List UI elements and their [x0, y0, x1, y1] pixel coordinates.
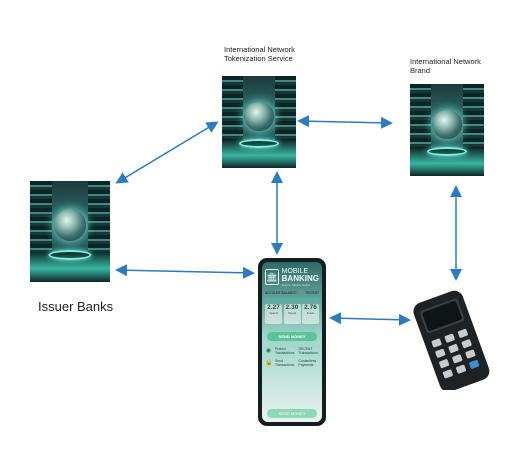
location-icon: ◉ [265, 348, 272, 355]
tokenization-service-image [222, 76, 296, 168]
arrow-issuer-phone [115, 264, 255, 279]
send-money-button[interactable]: SEND MONEY [267, 331, 317, 341]
stat-card: 2.27 Spend [265, 303, 282, 324]
list-item[interactable]: ◉ Protect Transactions RECENT Transactio… [265, 346, 318, 355]
stat-card: 2.76 Invest [302, 303, 319, 324]
issuer-banks-label: Issuer Banks [38, 299, 114, 314]
send-money-secondary-button[interactable]: SEND MONEY [267, 409, 317, 418]
stat-card: 2.30 Saved [283, 303, 301, 324]
balance-bar [265, 297, 319, 301]
arrow-phone-pos [329, 312, 411, 326]
network-brand-label: International Network Brand [410, 57, 481, 75]
stats-row: 2.27 Spend 2.30 Saved 2.76 Invest [262, 302, 322, 326]
list-item[interactable]: 🔒 Send Transactions Contactless Payments [265, 358, 317, 367]
arrow-issuer-tokenization [115, 121, 219, 184]
globe-icon [244, 101, 274, 132]
mobile-banking-phone: 🏛 MOBILE BANKING Secure. Simple. Smart. … [258, 258, 326, 426]
phone-brand: MOBILE BANKING Secure. Simple. Smart. [281, 268, 319, 287]
bank-icon: 🏛 [265, 269, 279, 286]
lock-icon: 🔒 [265, 360, 273, 367]
globe-icon [54, 209, 86, 242]
pos-terminal-icon [413, 290, 490, 390]
arrow-tokenization-brand [297, 115, 393, 129]
globe-icon [432, 109, 462, 140]
tokenization-service-label: International Network Tokenization Servi… [224, 45, 295, 63]
phone-screen: 🏛 MOBILE BANKING Secure. Simple. Smart. … [262, 262, 322, 422]
account-header: ACCOUNT BALANCE RECENT [265, 290, 319, 295]
issuer-banks-image [30, 181, 110, 282]
network-brand-image [410, 84, 484, 176]
